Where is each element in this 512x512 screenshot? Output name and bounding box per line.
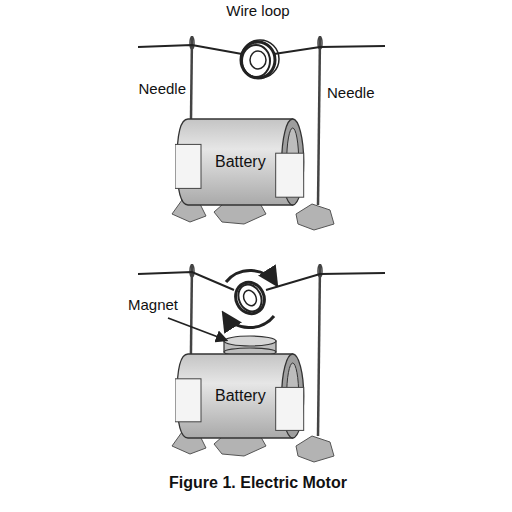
- battery-label: Battery: [215, 153, 266, 171]
- rock: [296, 204, 334, 230]
- part-label: Wire loop: [226, 2, 289, 19]
- leader-arrow: [168, 318, 226, 340]
- battery: Battery: [175, 118, 306, 206]
- needle-eye: [190, 37, 194, 49]
- rotation-arrow: [226, 270, 276, 284]
- needle: [318, 36, 320, 205]
- wire-coil: [250, 51, 266, 69]
- magnet-top: [224, 336, 276, 346]
- magnet: [224, 336, 276, 356]
- wire-coil: [234, 281, 266, 316]
- wire: [138, 272, 234, 290]
- wire-coil: [231, 278, 270, 319]
- battery-label: Battery: [215, 387, 266, 405]
- rotation-arrow: [224, 314, 274, 328]
- tape: [276, 387, 304, 430]
- part-label: Needle: [327, 84, 375, 101]
- figure-caption: Figure 1. Electric Motor: [169, 474, 347, 492]
- wire: [266, 273, 385, 290]
- tape: [276, 153, 304, 197]
- part-label: Needle: [138, 80, 186, 97]
- rock: [296, 436, 334, 462]
- wire-coil: [241, 40, 279, 78]
- needle: [318, 264, 320, 436]
- wire-coil: [241, 288, 259, 308]
- tape: [175, 144, 201, 188]
- top-wire: [138, 40, 385, 78]
- tape: [175, 379, 201, 422]
- part-label: Magnet: [128, 296, 178, 313]
- battery: Battery: [175, 353, 306, 439]
- wire: [138, 45, 242, 54]
- wire: [274, 46, 385, 54]
